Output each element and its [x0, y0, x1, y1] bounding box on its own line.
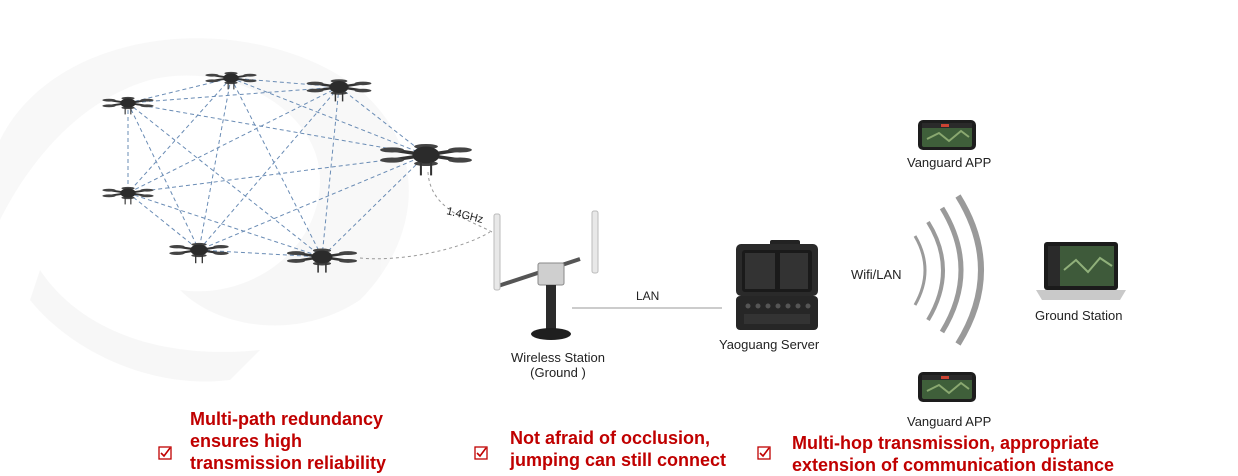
feature-line: extension of communication distance	[792, 455, 1115, 475]
feature-multipath: Multi-path redundancy ensures high trans…	[190, 408, 386, 474]
frequency-label: 1.4GHz	[445, 205, 484, 226]
feature-line: Not afraid of occlusion,	[510, 428, 711, 448]
wifi-lan-label: Wifi/LAN	[851, 267, 902, 282]
drone-icon	[168, 241, 230, 265]
feature-multihop: Multi-hop transmission, appropriate exte…	[792, 432, 1114, 476]
app-bottom-label: Vanguard APP	[907, 414, 992, 429]
server-label: Yaoguang Server	[719, 337, 820, 352]
checkbox-icon	[158, 446, 172, 460]
feature-occlusion: Not afraid of occlusion, jumping can sti…	[510, 427, 726, 471]
wireless-station-icon	[493, 210, 599, 340]
checkbox-icon	[474, 446, 488, 460]
radio-links	[359, 171, 493, 260]
mesh-links	[127, 77, 427, 258]
feature-line: ensures high	[190, 431, 303, 451]
feature-line: jumping can still connect	[510, 450, 727, 470]
checkbox-icon	[757, 446, 771, 460]
laptop-icon	[1036, 242, 1126, 300]
wifi-waves-icon	[913, 194, 984, 346]
app-top-label: Vanguard APP	[907, 155, 992, 170]
lan-label: LAN	[636, 289, 659, 303]
feature-line: Multi-hop transmission, appropriate	[792, 433, 1100, 453]
phone-icon-bottom	[917, 371, 977, 403]
ground-station-label: Ground Station	[1035, 308, 1123, 323]
feature-line: transmission reliability	[190, 453, 387, 473]
wireless-station-label: Wireless Station (Ground )	[503, 350, 613, 380]
server-case-icon	[736, 240, 818, 330]
phone-icon-top	[917, 119, 977, 151]
feature-line: Multi-path redundancy	[190, 409, 383, 429]
wireless-station-title: Wireless Station	[511, 350, 605, 365]
wireless-station-subtitle: (Ground )	[530, 365, 586, 380]
drone-icon	[101, 185, 155, 206]
